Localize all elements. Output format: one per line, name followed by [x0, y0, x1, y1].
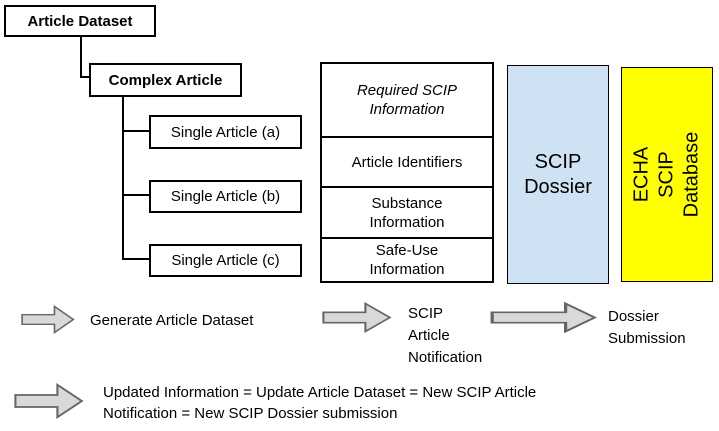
article-dataset-box: Article Dataset [4, 5, 156, 37]
single-article-b-box: Single Article (b) [149, 180, 302, 213]
connector-line [122, 258, 150, 260]
echa-scip-database-label: ECHA SCIP Database [630, 131, 703, 218]
echa-scip-database-box: ECHA SCIP Database [621, 67, 713, 282]
connector-line [80, 76, 90, 78]
scip-dossier-box: SCIP Dossier [507, 65, 609, 284]
connector-line [122, 194, 150, 196]
table-row-substance-information: Substance Information [322, 186, 492, 237]
single-article-a-box: Single Article (a) [149, 115, 302, 149]
block-arrow-icon [14, 383, 84, 419]
connector-line [80, 37, 82, 78]
complex-article-box: Complex Article [89, 63, 242, 97]
flow-step-3-label: Dossier Submission [608, 308, 686, 347]
flow-step-2-label: SCIP Article Notification [408, 305, 483, 366]
flow-step-1-label: Generate Article Dataset [90, 312, 254, 329]
table-row-safe-use-information: Safe-Use Information [322, 237, 492, 281]
connector-line [122, 97, 124, 260]
update-cycle-note: Updated Information = Update Article Dat… [103, 384, 537, 422]
table-header: Required SCIP Information [356, 82, 458, 118]
table-row-article-identifiers: Article Identifiers [322, 136, 492, 186]
block-arrow-icon [322, 302, 392, 333]
single-article-c-box: Single Article (c) [149, 244, 302, 277]
required-scip-info-table: Required SCIP Information Article Identi… [320, 62, 494, 283]
connector-line [122, 130, 150, 132]
block-arrow-icon [490, 302, 598, 333]
block-arrow-icon [21, 305, 75, 334]
